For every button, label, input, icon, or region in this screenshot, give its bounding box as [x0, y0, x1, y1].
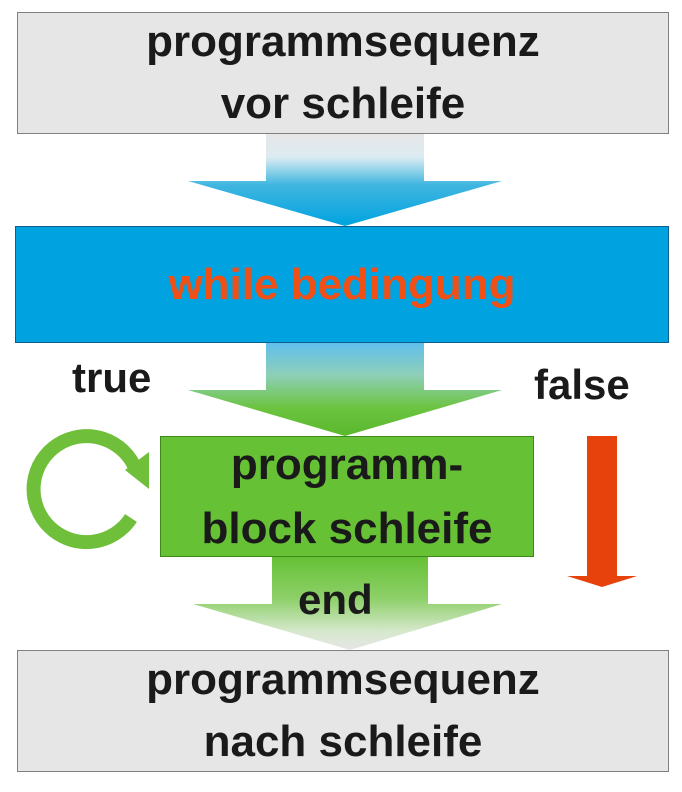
false-label: false: [534, 361, 630, 408]
while-condition-box: while bedingung: [15, 226, 669, 343]
sequence-after-text: programmsequenz nach schleife: [146, 655, 540, 766]
flow-arrow-end: [193, 557, 502, 650]
sequence-after-box: programmsequenz nach schleife: [17, 650, 669, 772]
false-arrow-icon: [567, 436, 637, 587]
sequence-before-text: programmsequenz vor schleife: [146, 17, 540, 128]
flow-arrow-to-condition: [188, 134, 502, 226]
loop-body-text: programm- block schleife: [201, 439, 493, 553]
while-condition-text: while bedingung: [168, 259, 516, 309]
end-label: end: [298, 576, 373, 623]
loop-arrow-icon: [26, 429, 149, 550]
true-label: true: [72, 354, 152, 401]
flow-arrow-true: [188, 342, 502, 436]
loop-body-box: programm- block schleife: [160, 436, 534, 557]
sequence-before-box: programmsequenz vor schleife: [17, 12, 669, 134]
